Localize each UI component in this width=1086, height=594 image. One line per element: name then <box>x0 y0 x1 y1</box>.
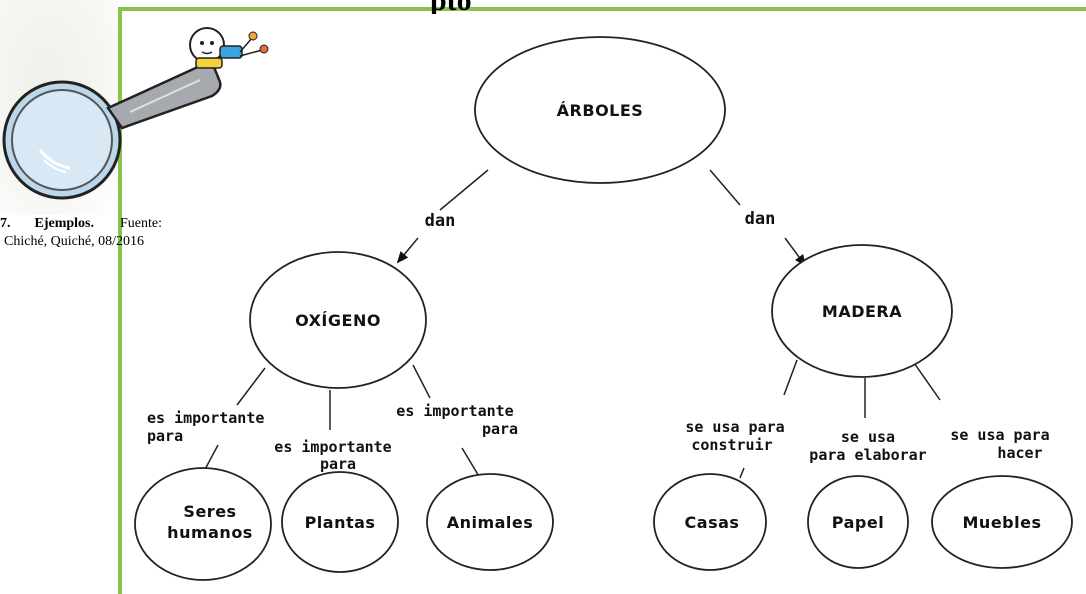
root-to-madera-arrow <box>784 237 807 267</box>
node-casas <box>653 473 767 571</box>
madera-to-casas-line-lower <box>739 467 745 479</box>
magnifying-glass-with-child-icon <box>2 27 269 200</box>
node-animales <box>426 473 554 571</box>
caption-label: Ejemplos. <box>34 216 95 231</box>
node-oxigeno-label: OXÍGENO <box>295 311 381 330</box>
node-madera <box>771 244 953 378</box>
edge-label-dan-left: dan <box>425 211 456 231</box>
node-muebles <box>931 475 1073 569</box>
node-arboles <box>474 36 726 184</box>
edge-label-animales-line2: para <box>482 420 518 438</box>
caption-number: 7. <box>0 216 11 231</box>
edge-label-muebles-line1: se usa para <box>950 426 1049 444</box>
node-casas-label: Casas <box>685 513 740 532</box>
node-seres-humanos-label-line1: Seres <box>183 502 236 521</box>
figure-caption: 7. Ejemplos. Fuente: Chiché, Quiché, 08/20… <box>0 215 200 251</box>
edge-label-plantas-line1: es importante <box>274 438 391 456</box>
node-animales-label: Animales <box>447 513 534 532</box>
node-muebles-label: Muebles <box>963 513 1042 532</box>
edge-label-papel-line2: para elaborar <box>809 446 926 464</box>
edge-label-casas-line2: construir <box>691 436 772 454</box>
node-papel-label: Papel <box>832 513 884 532</box>
caption-location: Chiché, Quiché, 08/2016 <box>4 234 144 249</box>
caption-source: Fuente: <box>120 216 162 231</box>
root-to-oxigeno-line-upper <box>439 169 489 211</box>
madera-to-casas-line-upper <box>783 359 798 396</box>
node-papel <box>807 475 909 569</box>
edge-label-muebles-line2: hacer <box>997 444 1042 462</box>
node-arboles-label: ÁRBOLES <box>557 101 644 120</box>
root-to-madera-line-upper <box>709 169 741 206</box>
oxigeno-to-animales-line-upper <box>412 364 431 399</box>
page-title: pto <box>430 0 630 14</box>
frame-top-border <box>118 7 1086 11</box>
edge-label-casas-line1: se usa para <box>685 418 784 436</box>
edge-label-dan-right: dan <box>745 209 776 229</box>
edge-label-plantas-line2: para <box>320 455 356 473</box>
node-seres-humanos <box>134 467 272 581</box>
oxigeno-to-animales-line-lower <box>461 447 481 479</box>
edge-label-seres-line2: para <box>147 427 183 445</box>
edge-label-papel-line1: se usa <box>841 428 895 446</box>
root-to-oxigeno-arrow <box>396 237 419 264</box>
node-plantas-label: Plantas <box>305 513 376 532</box>
node-seres-humanos-label-line2: humanos <box>167 523 253 542</box>
edge-label-seres-line1: es importante <box>147 409 264 427</box>
edge-label-animales-line1: es importante <box>396 402 513 420</box>
node-plantas <box>281 471 399 573</box>
node-madera-label: MADERA <box>822 302 902 321</box>
frame-left-border <box>118 7 122 594</box>
node-oxigeno <box>249 251 427 389</box>
madera-to-muebles-line <box>911 359 941 401</box>
oxigeno-to-seres-line-upper <box>236 367 266 406</box>
